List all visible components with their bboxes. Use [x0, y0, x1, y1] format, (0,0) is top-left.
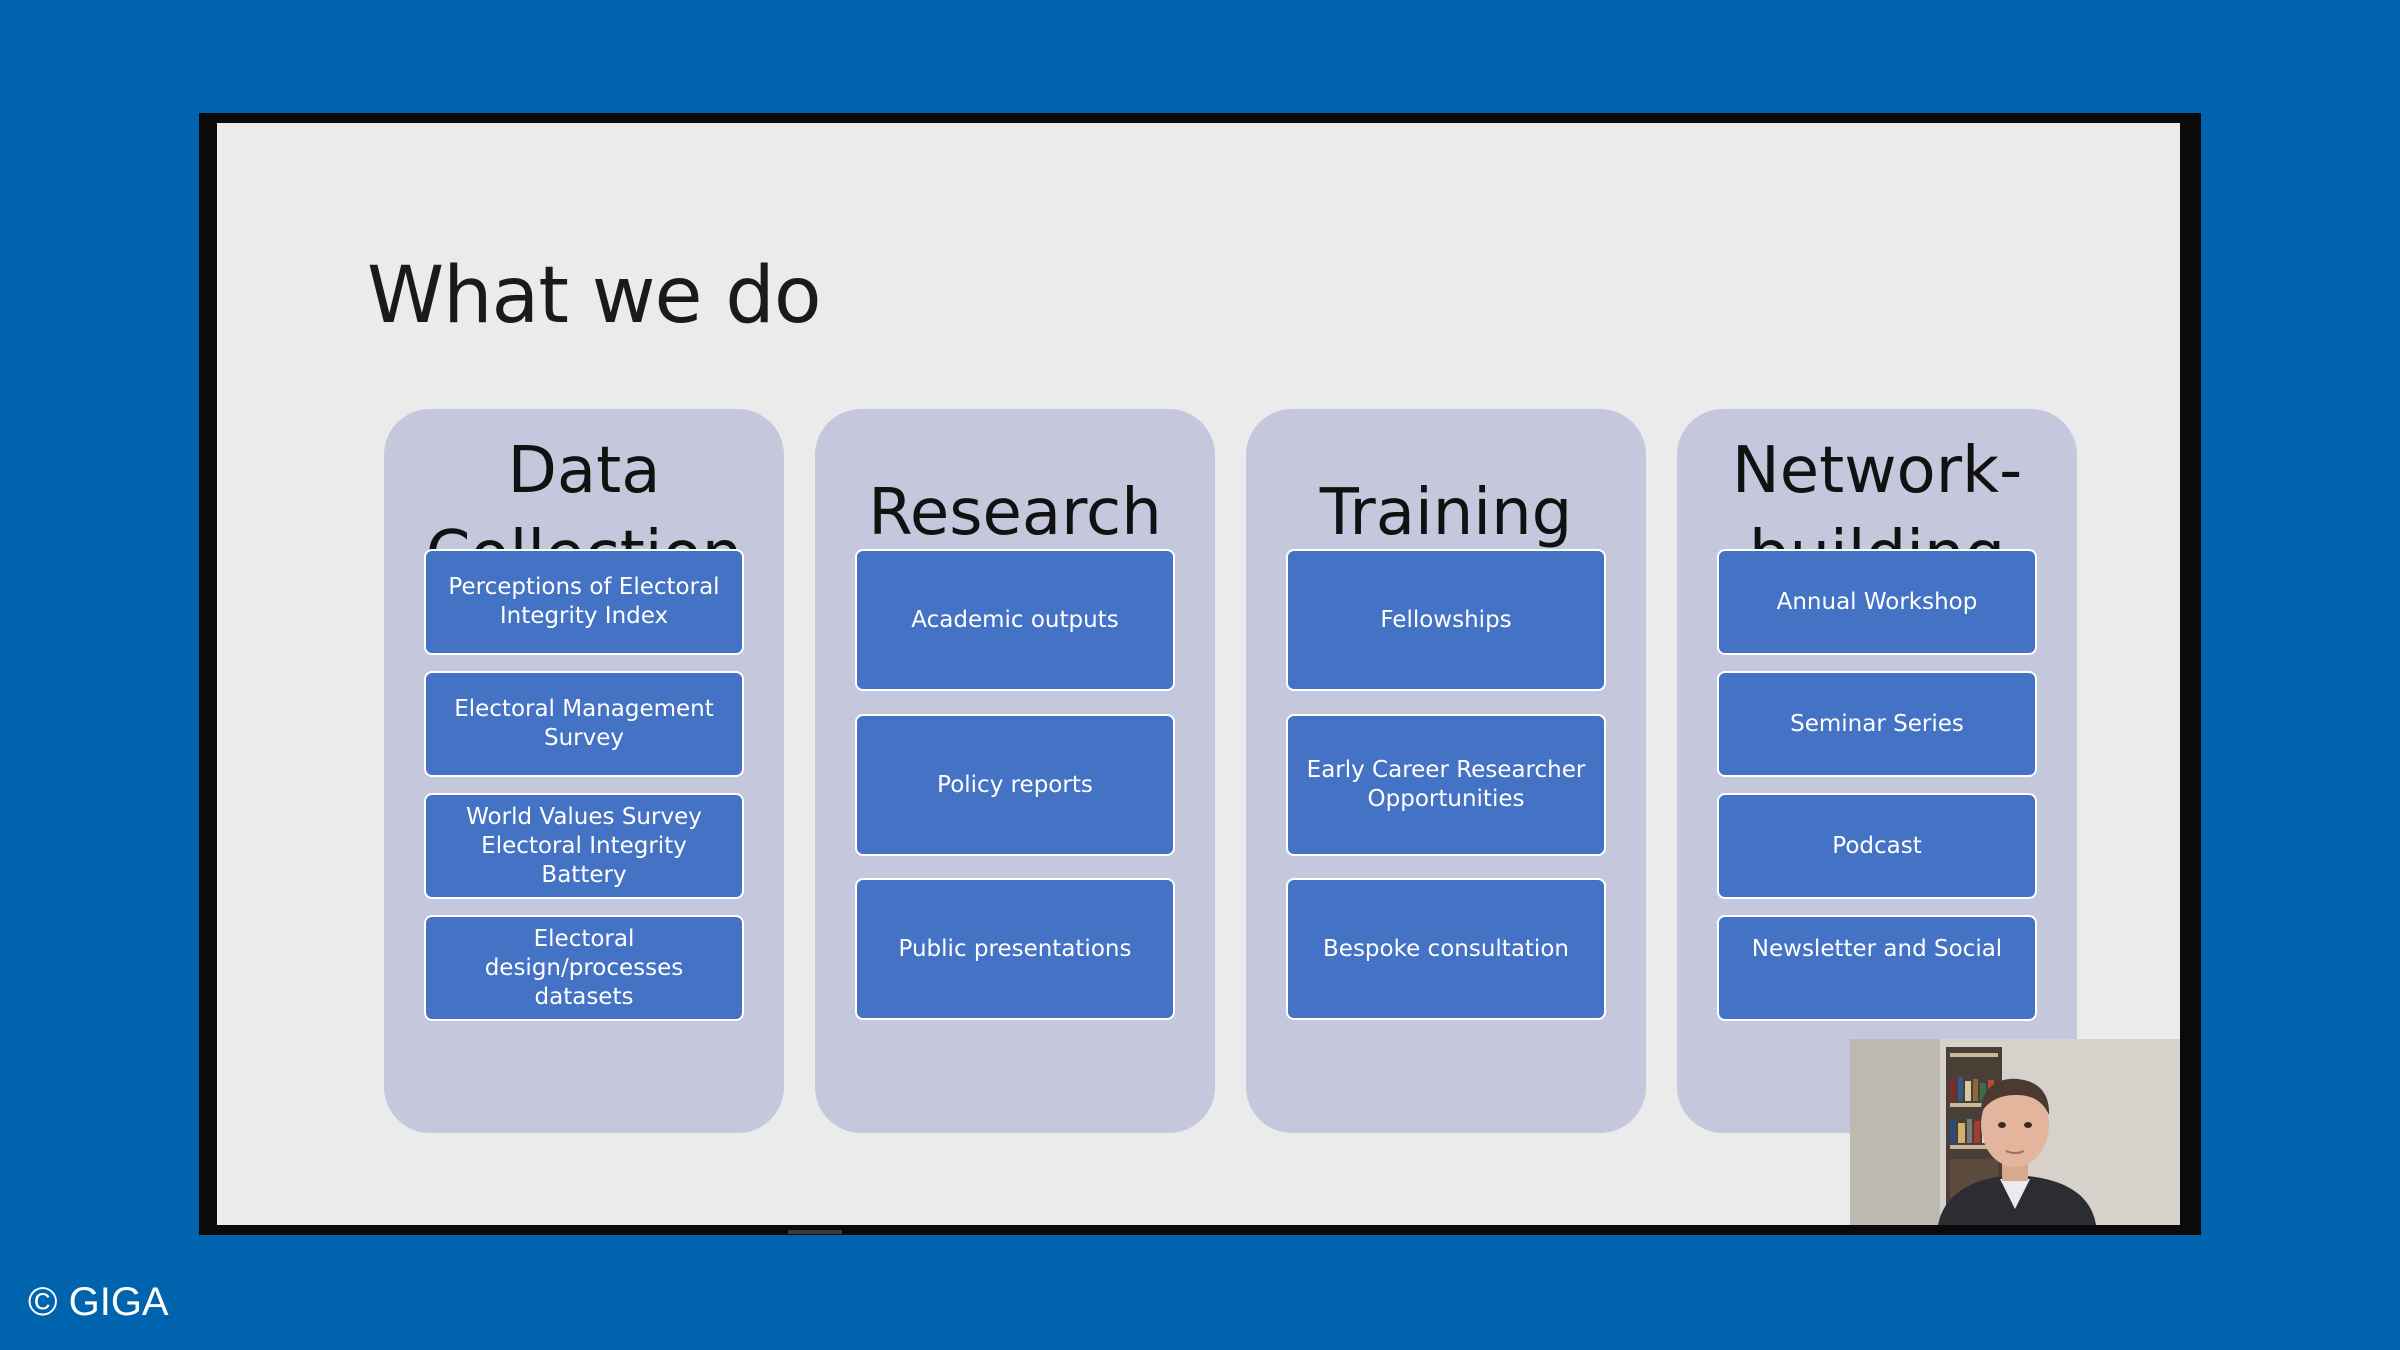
item-box: World Values Survey Electoral Integrity … [424, 793, 744, 899]
slide-progress-indicator [788, 1230, 842, 1234]
item-box: Electoral Management Survey [424, 671, 744, 777]
presenter-video-icon [1850, 1039, 2180, 1225]
item-box: Policy reports [855, 714, 1175, 856]
column-research: Research Academic outputs Policy reports… [815, 409, 1215, 1133]
column-network-building: Network- building Annual Workshop Semina… [1677, 409, 2077, 1133]
presenter-video-icon [1850, 1039, 2180, 1225]
copyright-text: © GIGA [28, 1280, 169, 1325]
item-box: Public presentations [855, 878, 1175, 1020]
item-box: Annual Workshop [1717, 549, 2037, 655]
item-box: Electoral design/processes datasets [424, 915, 744, 1021]
item-box: Fellowships [1286, 549, 1606, 691]
item-box: Newsletter and Social [1717, 915, 2037, 1021]
item-box: Seminar Series [1717, 671, 2037, 777]
column-data-collection: Data Collection Perceptions of Electoral… [384, 409, 784, 1133]
item-box: Early Career Researcher Opportunities [1286, 714, 1606, 856]
item-box: Podcast [1717, 793, 2037, 899]
item-box: Academic outputs [855, 549, 1175, 691]
item-box: Perceptions of Electoral Integrity Index [424, 549, 744, 655]
slide-title: What we do [367, 251, 821, 341]
item-box: Bespoke consultation [1286, 878, 1606, 1020]
column-training: Training Fellowships Early Career Resear… [1246, 409, 1646, 1133]
